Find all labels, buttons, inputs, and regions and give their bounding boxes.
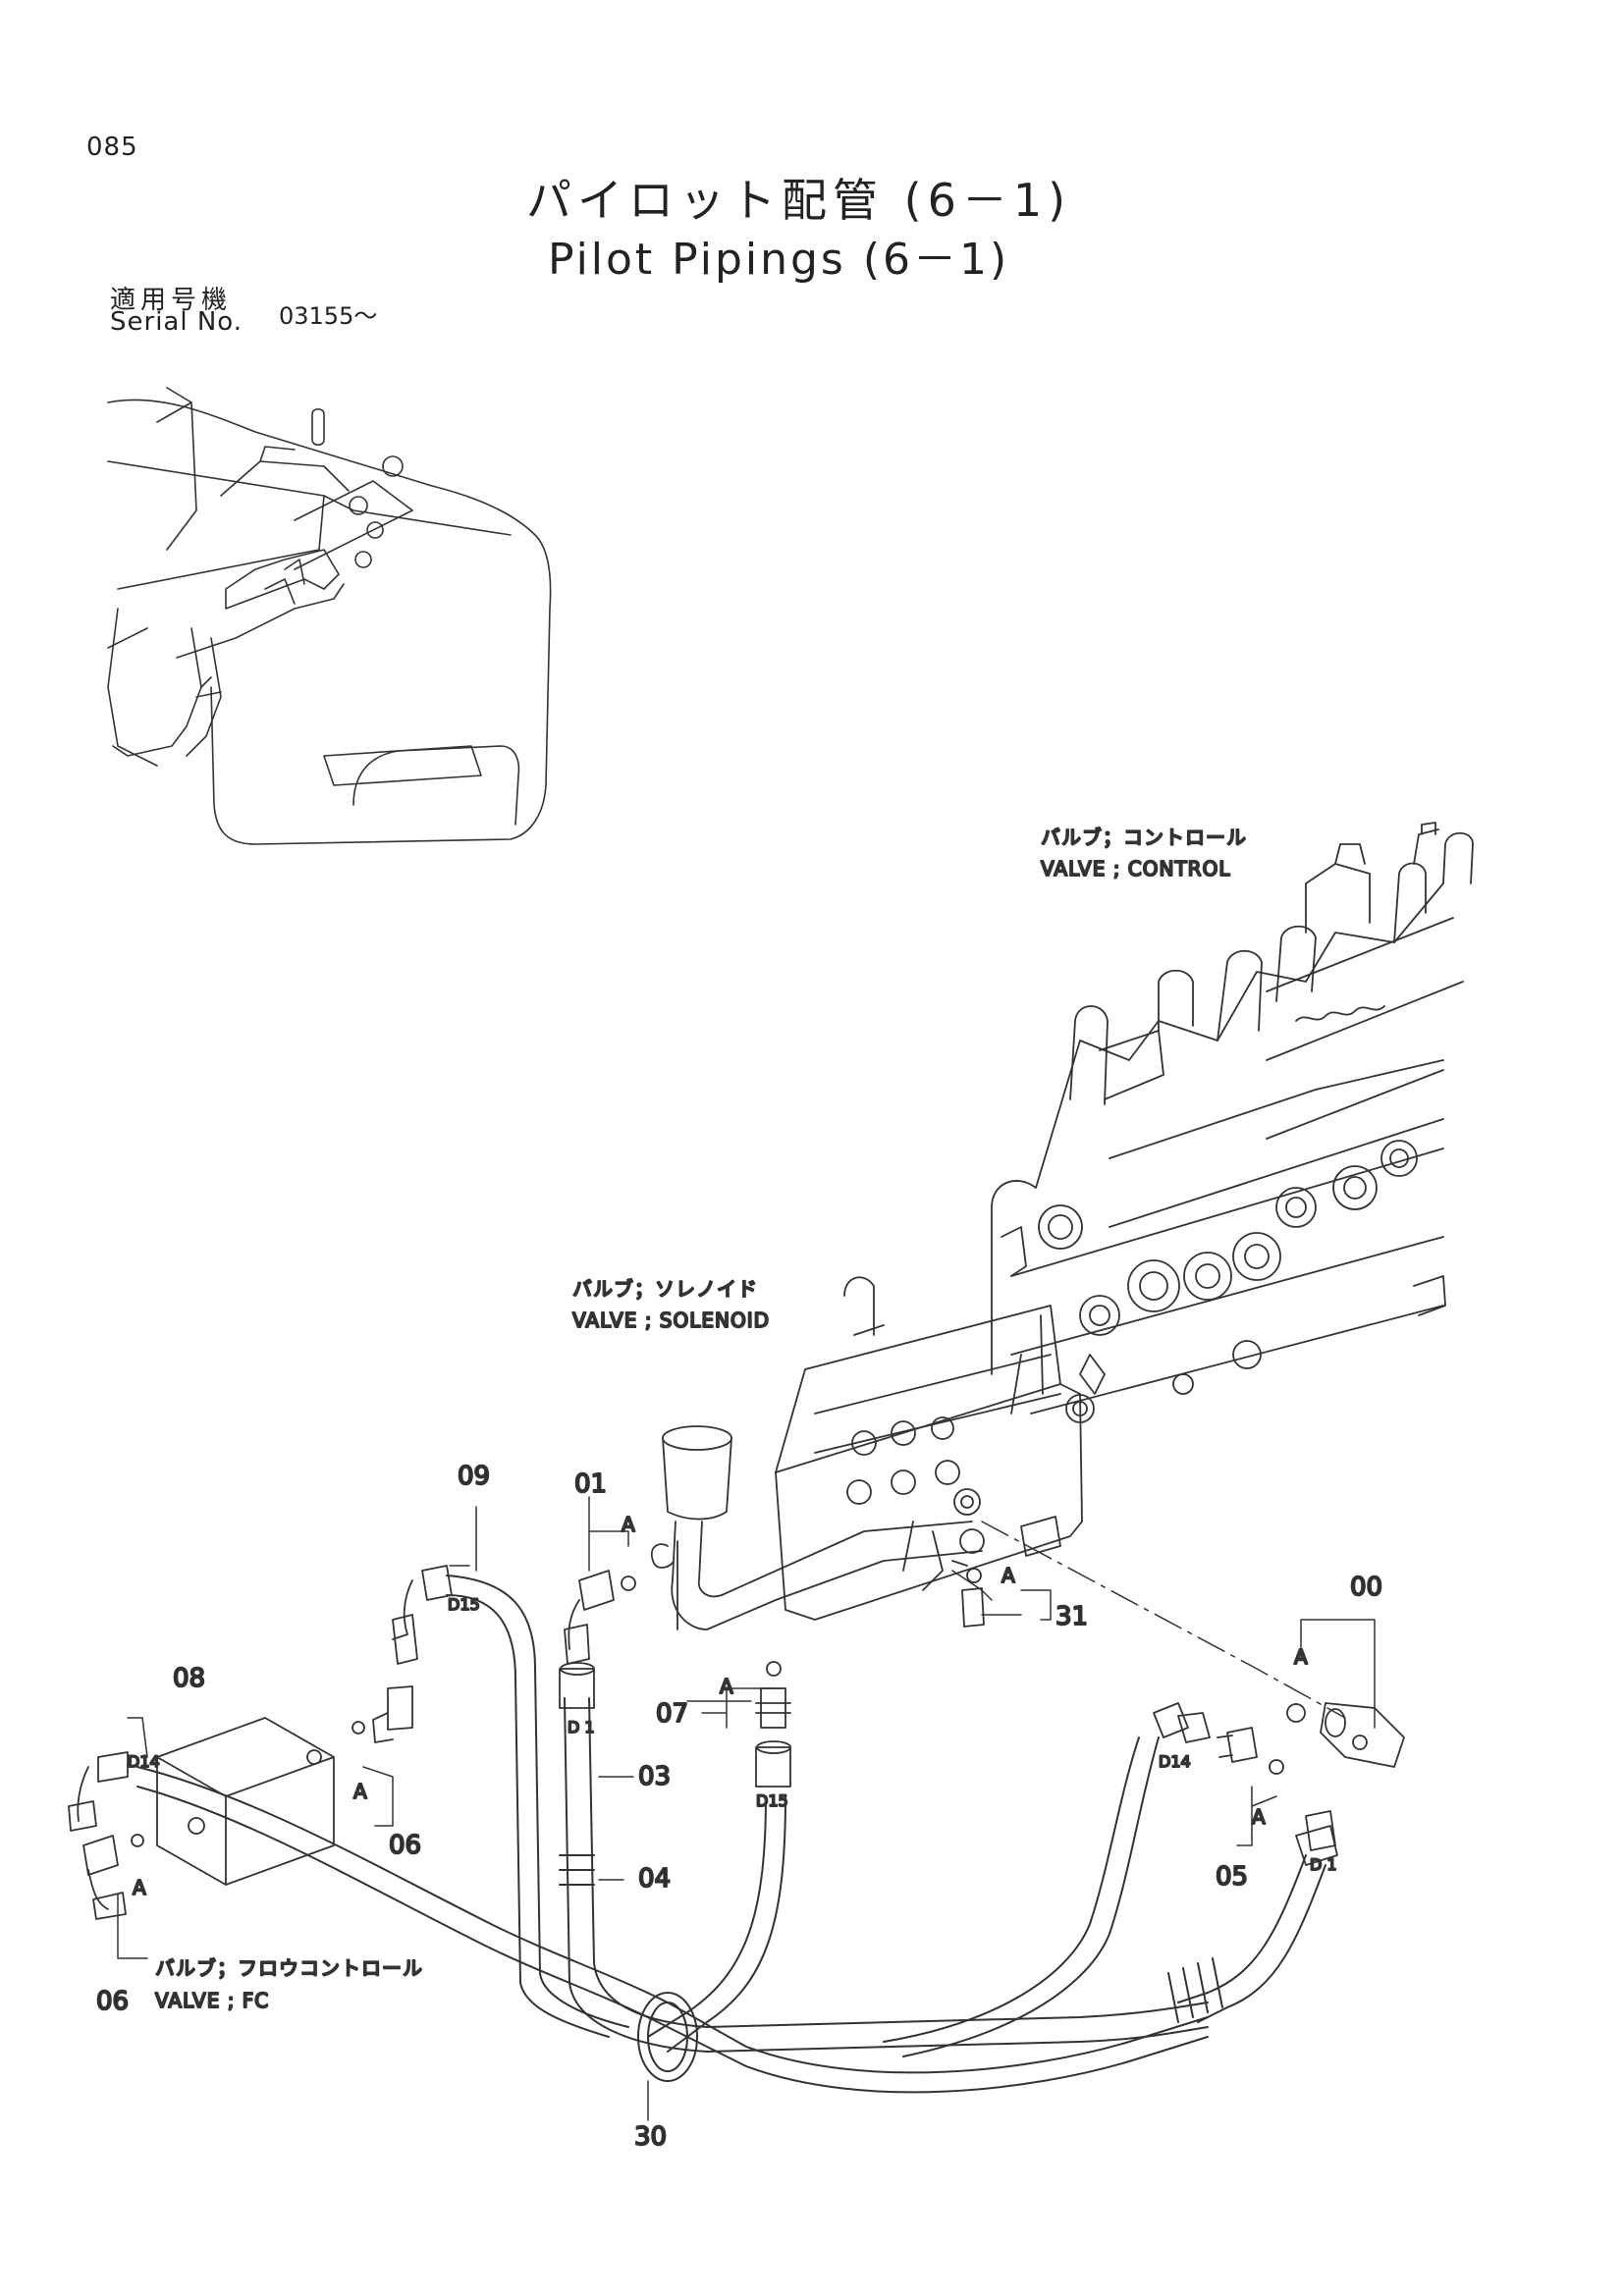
hose-code-d15-lower: D15 [756, 1791, 788, 1810]
serial-label-japanese: 適用号機 [110, 286, 233, 315]
ref-a-07: A [720, 1675, 734, 1698]
control-valve-label-en: VALVE ; CONTROL [1041, 857, 1230, 881]
callout-01: 01 [574, 1469, 607, 1499]
hose-code-d1-right: D 1 [1310, 1855, 1337, 1874]
fc-valve-label-en: VALVE ; FC [155, 1989, 269, 2012]
callout-30: 30 [634, 2122, 667, 2152]
hose-code-d1-03: D 1 [568, 1718, 595, 1736]
callout-08: 08 [173, 1664, 205, 1693]
control-valve-label-ja: バルブ；コントロール [1041, 826, 1247, 849]
ref-a-31: A [1001, 1564, 1016, 1587]
control-valve-drawing [991, 822, 1474, 1415]
machine-overview-sketch [107, 387, 552, 845]
ref-a-01: A [622, 1513, 636, 1536]
fc-valve-label-ja: バルブ；フロウコントロール [155, 1956, 423, 1980]
hoses [136, 1575, 1326, 2094]
callout-04: 04 [638, 1864, 671, 1894]
callout-09: 09 [458, 1462, 490, 1491]
hose-code-d14-right: D14 [1159, 1752, 1191, 1771]
callout-06-lower: 06 [96, 1987, 129, 2016]
page-title-japanese: パイロット配管 (6－1) [526, 174, 1072, 227]
solenoid-valve-label-en: VALVE ; SOLENOID [572, 1308, 770, 1332]
callout-07: 07 [656, 1699, 688, 1729]
pipe-riser-drawing [650, 1425, 983, 1630]
callout-03: 03 [638, 1762, 671, 1791]
page-title-english: Pilot Pipings (6－1) [548, 235, 1010, 285]
fittings [68, 1565, 1405, 1920]
callout-31: 31 [1055, 1602, 1088, 1631]
callout-leaders [117, 1496, 1376, 2121]
hose-code-d14-08: D14 [128, 1752, 160, 1771]
hose-clamp [637, 1992, 698, 2082]
hose-code-d15-09: D15 [448, 1595, 480, 1614]
serial-label-english: Serial No. [110, 307, 243, 337]
ref-a-06-lower: A [133, 1876, 147, 1899]
ref-a-05: A [1252, 1805, 1267, 1829]
callout-00: 00 [1350, 1573, 1382, 1602]
leader-line-dashed [981, 1521, 1346, 1719]
callout-05: 05 [1216, 1862, 1248, 1892]
ref-a-00: A [1294, 1645, 1309, 1669]
callout-06-upper: 06 [389, 1831, 421, 1860]
solenoid-valve-label-ja: バルブ；ソレノイド [572, 1277, 758, 1301]
ref-a-06-upper: A [353, 1780, 368, 1803]
solenoid-valve-drawing [775, 1276, 1095, 1621]
leader-line [951, 1570, 993, 1601]
page-number: 085 [86, 133, 138, 162]
serial-number-range: 03155～ [279, 302, 378, 330]
